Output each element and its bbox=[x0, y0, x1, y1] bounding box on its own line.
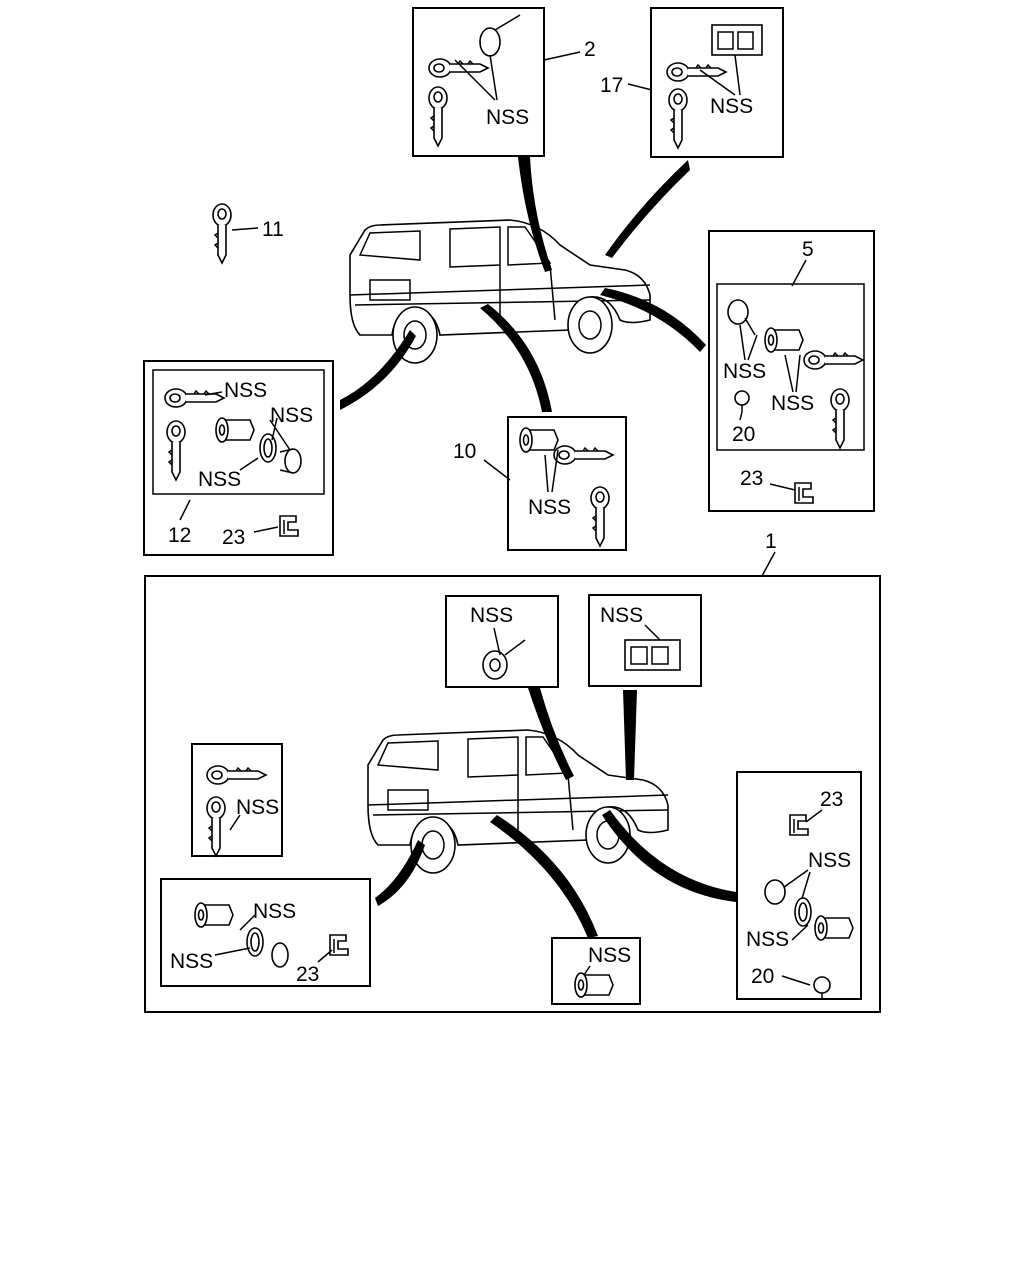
callout-17: 17 bbox=[600, 74, 653, 97]
lock-cylinder-icon bbox=[482, 639, 526, 680]
screw-icon bbox=[813, 976, 831, 998]
retainer-clip-icon bbox=[789, 814, 809, 836]
lock-cylinder-icon bbox=[519, 427, 559, 453]
nss-label: NSS bbox=[253, 900, 296, 923]
callout-2: 2 bbox=[543, 38, 596, 61]
callout-number: 10 bbox=[453, 440, 476, 463]
kit-box-fuel-lid-lock: NSS bbox=[551, 937, 641, 1005]
callout-box-10: NSS bbox=[507, 416, 627, 551]
key-icon bbox=[666, 62, 727, 82]
callout-number: 23 bbox=[820, 788, 843, 811]
kit-box-door-lock: 23 NSS NSS 20 bbox=[736, 771, 862, 1000]
leader-lines-upper bbox=[340, 157, 706, 412]
key-icon bbox=[206, 796, 226, 857]
key-icon bbox=[830, 388, 850, 449]
callout-box-12: NSS NSS NSS 12 23 bbox=[143, 360, 334, 556]
kit-1-frame bbox=[144, 575, 881, 1013]
callout-1: 1 bbox=[761, 530, 777, 577]
callout-number: 12 bbox=[168, 524, 191, 547]
nss-label: NSS bbox=[270, 404, 313, 427]
retainer-clip-icon bbox=[329, 934, 349, 956]
nss-label: NSS bbox=[723, 360, 766, 383]
leader-lines-lower bbox=[375, 688, 736, 938]
nss-label: NSS bbox=[224, 379, 267, 402]
switch-housing-icon bbox=[624, 639, 681, 671]
kit-box-keys: NSS bbox=[191, 743, 283, 857]
callout-box-5: 5 NSS NSS 20 23 bbox=[708, 230, 875, 512]
callout-number: 1 bbox=[765, 530, 777, 553]
gasket-ring-icon bbox=[794, 897, 812, 927]
key-icon bbox=[206, 765, 267, 785]
kit-box-trunk-lock: NSS NSS 23 bbox=[160, 878, 371, 987]
nss-label: NSS bbox=[528, 496, 571, 519]
lock-cylinder-icon bbox=[574, 972, 614, 998]
nss-label: NSS bbox=[746, 928, 789, 951]
nss-label: NSS bbox=[771, 392, 814, 415]
callout-number: 23 bbox=[740, 467, 763, 490]
retainer-clip-icon bbox=[794, 482, 814, 504]
nss-label: NSS bbox=[600, 604, 643, 627]
screw-icon bbox=[734, 390, 750, 412]
key-icon bbox=[164, 388, 225, 408]
key-icon bbox=[553, 445, 614, 465]
kit-box-switch: NSS bbox=[588, 594, 702, 687]
switch-housing-icon bbox=[711, 24, 763, 56]
retainer-icon bbox=[764, 879, 786, 905]
nss-label: NSS bbox=[236, 796, 279, 819]
nss-label: NSS bbox=[710, 95, 753, 118]
key-icon bbox=[590, 486, 610, 547]
callout-number: 5 bbox=[802, 238, 814, 261]
retainer-icon bbox=[279, 448, 302, 474]
retainer-icon bbox=[727, 299, 756, 336]
callout-number: 17 bbox=[600, 74, 623, 97]
callout-number: 2 bbox=[584, 38, 596, 61]
callout-box-17: NSS bbox=[650, 7, 784, 158]
nss-label: NSS bbox=[470, 604, 513, 627]
callout-10: 10 bbox=[453, 440, 511, 481]
retainer-icon bbox=[271, 942, 289, 968]
retainer-clip-icon bbox=[279, 515, 299, 537]
callout-number: 20 bbox=[732, 423, 755, 446]
nss-label: NSS bbox=[170, 950, 213, 973]
callout-number: 11 bbox=[262, 218, 284, 241]
callout-box-2: NSS bbox=[412, 7, 545, 157]
key-icon bbox=[428, 86, 448, 147]
lock-cylinder-icon bbox=[764, 327, 804, 353]
key-icon bbox=[428, 58, 489, 78]
lock-cylinder-icon bbox=[814, 915, 854, 941]
lock-cylinder-icon bbox=[194, 902, 234, 928]
lock-cylinder-icon bbox=[479, 14, 521, 57]
callout-number: 20 bbox=[751, 965, 774, 988]
gasket-ring-icon bbox=[259, 433, 277, 463]
lock-cylinder-icon bbox=[215, 417, 255, 443]
nss-label: NSS bbox=[808, 849, 851, 872]
callout-number: 23 bbox=[296, 963, 319, 986]
callout-number: 23 bbox=[222, 526, 245, 549]
nss-label: NSS bbox=[486, 106, 529, 129]
gasket-ring-icon bbox=[246, 927, 264, 957]
nss-label: NSS bbox=[588, 944, 631, 967]
key-icon bbox=[166, 420, 186, 481]
kit-box-cylinder: NSS bbox=[445, 595, 559, 688]
nss-label: NSS bbox=[198, 468, 241, 491]
key-icon bbox=[212, 203, 232, 264]
key-icon bbox=[668, 88, 688, 149]
key-icon bbox=[803, 350, 864, 370]
callout-11: 11 bbox=[212, 203, 284, 264]
